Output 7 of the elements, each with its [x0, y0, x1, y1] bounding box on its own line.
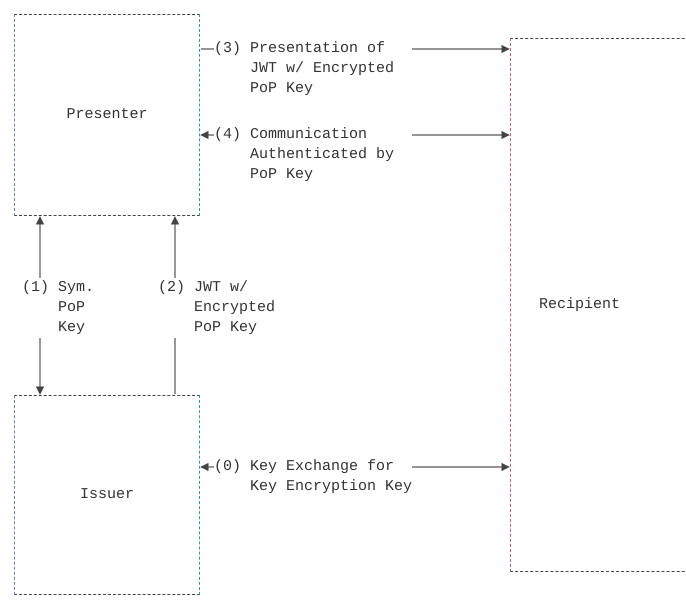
entity-name: Recipient	[539, 295, 620, 315]
entity-box	[14, 395, 200, 595]
edge-label: (2) JWT w/ Encrypted PoP Key	[158, 278, 276, 338]
entity-box	[510, 38, 686, 572]
entity-name: Presenter	[66, 105, 148, 125]
entity-name: Issuer	[80, 485, 134, 505]
entity-box	[14, 14, 200, 216]
